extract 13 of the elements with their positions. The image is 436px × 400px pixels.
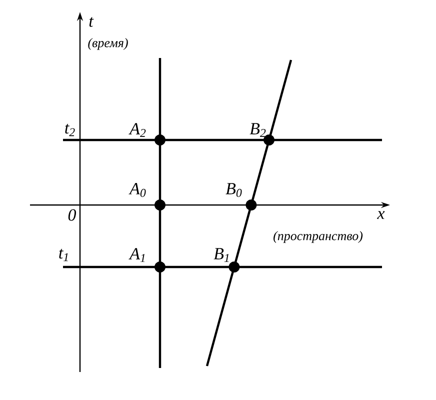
- time-label: t$_{2}$: [65, 124, 75, 136]
- point-label: B$_{1}$: [214, 248, 229, 262]
- origin-label: 0: [68, 209, 76, 221]
- point-label: B$_{2}$: [250, 123, 266, 137]
- axis-label: t: [89, 17, 94, 27]
- point-label: A$_{0}$: [128, 183, 146, 197]
- point-label: A$_{1}$: [128, 248, 145, 262]
- time-label: t$_{1}$: [59, 248, 68, 262]
- axis-label: x: [377, 211, 385, 219]
- point-label: A$_{2}$: [128, 123, 146, 137]
- axis-caption: (пространство): [274, 231, 363, 243]
- point-label: B$_{0}$: [226, 183, 242, 197]
- axis-caption: (время): [88, 38, 128, 50]
